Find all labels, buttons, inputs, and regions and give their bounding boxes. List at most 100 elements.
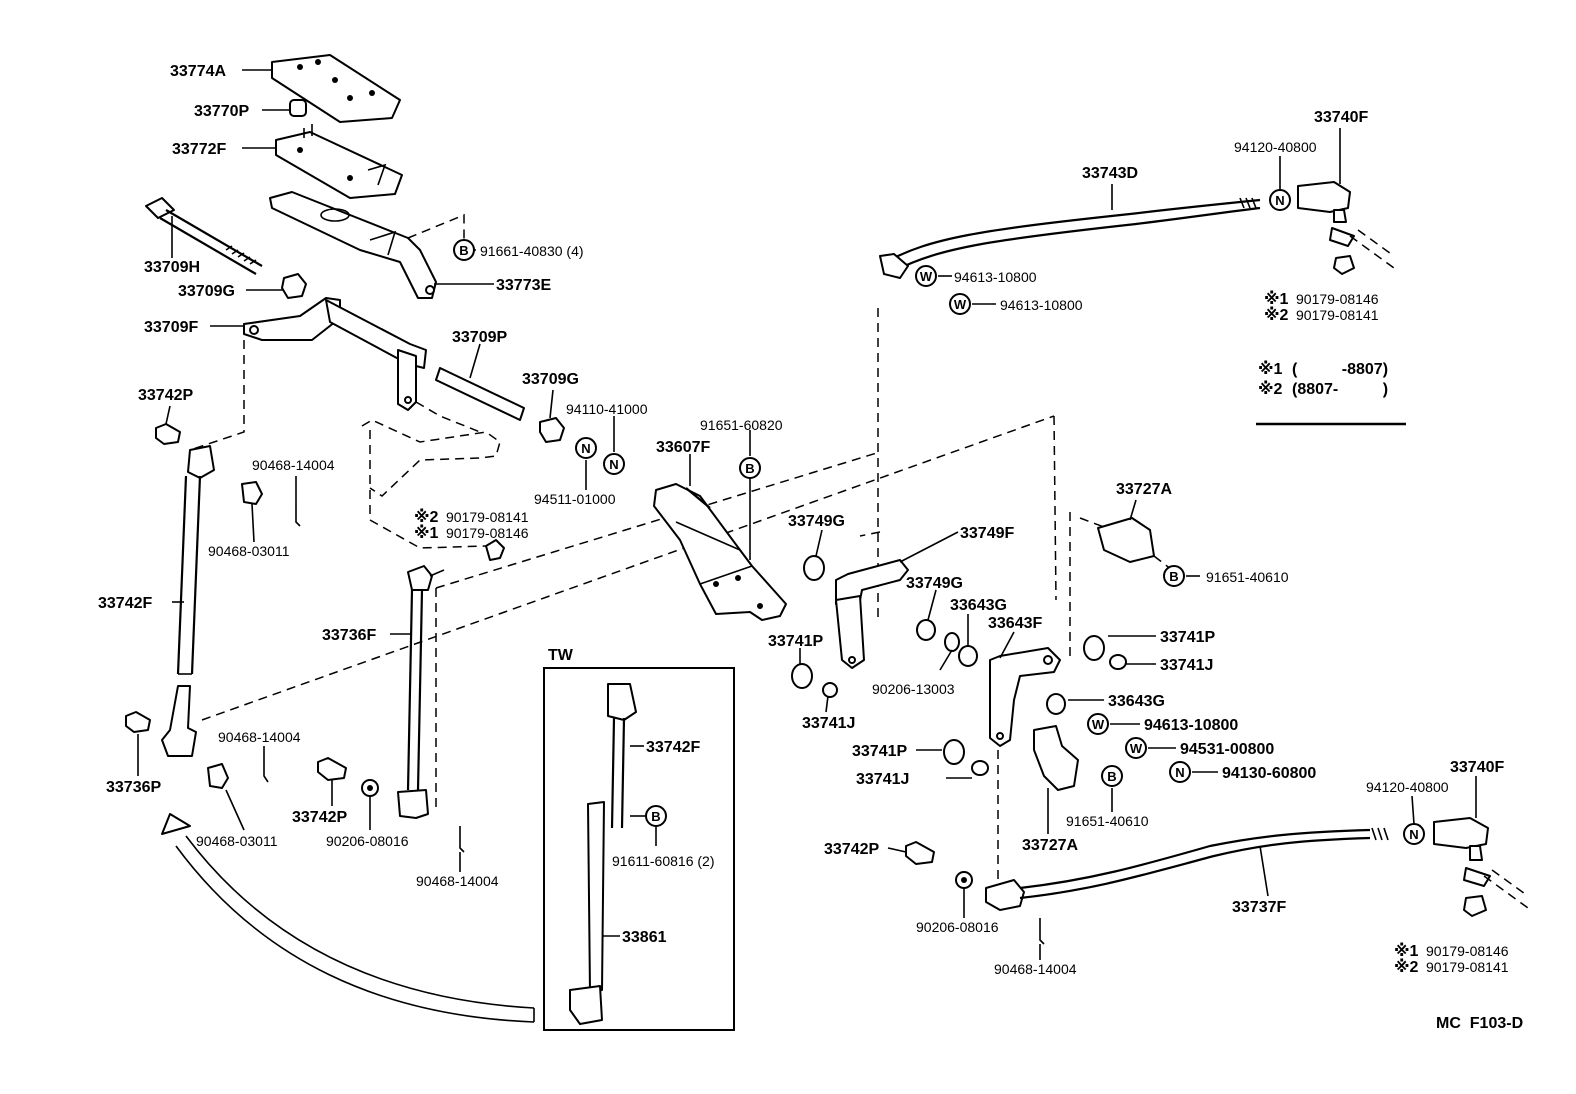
label-33643g-a: 33643G (950, 597, 1007, 614)
label-33742p-a: 33742P (138, 387, 193, 404)
label-94511-01000: 94511-01000 (534, 491, 616, 507)
label-33861: 33861 (622, 929, 667, 946)
ball-joint-33740f-a (1297, 181, 1395, 275)
label-90179-08141-a: 90179-08141 (446, 509, 529, 525)
circle-marks: B N N B B W W B W W N B (453, 239, 1191, 827)
svg-text:W: W (1092, 717, 1105, 732)
pin-90468-14004-c (459, 826, 465, 853)
ball-joint-33740f-b (1433, 817, 1529, 917)
label-33727a-b: 33727A (1022, 837, 1078, 854)
label-33743d: 33743D (1082, 165, 1138, 182)
bushing-33741p-b (1083, 635, 1105, 661)
svg-text:W: W (954, 297, 967, 312)
label-33709h: 33709H (144, 259, 200, 276)
clip-nut-small (485, 539, 505, 561)
label-33709g: 33709G (178, 283, 235, 300)
label-33741j-a: 33741J (802, 715, 855, 732)
mark-star1-b: ※1 (1264, 290, 1289, 308)
bolt-mark: B (739, 457, 761, 479)
label-94120-40800-b: 94120-40800 (1366, 779, 1449, 795)
bolt-mark: B (645, 805, 667, 827)
label-33770p: 33770P (194, 103, 249, 120)
bolt-33742p-b (317, 757, 347, 781)
mark-star1: ※1 (414, 524, 439, 542)
lever-33643f (989, 647, 1061, 747)
rod-33737f (985, 827, 1389, 911)
label-33643f: 33643F (988, 615, 1042, 632)
lever-33709f (243, 297, 427, 411)
nut-33709g-b (539, 417, 565, 443)
svg-text:N: N (1175, 765, 1184, 780)
legend-row1-mark: ※1 (1258, 360, 1283, 378)
label-33749f: 33749F (960, 525, 1014, 542)
label-90206-08016-a: 90206-08016 (326, 833, 409, 849)
plate-33772f (275, 124, 403, 199)
rod-33743d (879, 197, 1261, 279)
label-90179-08141-b: 90179-08141 (1296, 307, 1379, 323)
diagram-code: MC F103-D (1436, 1015, 1523, 1032)
legend-row2-mark: ※2 (1258, 380, 1283, 398)
label-33737f: 33737F (1232, 899, 1286, 916)
legend-row1-text: ( -8807) (1292, 361, 1388, 378)
mark-star2-c: ※2 (1394, 958, 1419, 976)
svg-text:B: B (1107, 769, 1116, 784)
label-33741j-c: 33741J (856, 771, 909, 788)
svg-text:B: B (651, 809, 660, 824)
return-arrow (161, 813, 535, 1023)
label-33607f: 33607F (656, 439, 710, 456)
pin-90468-14004-a (295, 504, 301, 527)
label-91611-60816: 91611-60816 (2) (612, 853, 714, 869)
label-90468-14004-b: 90468-14004 (218, 729, 301, 745)
leader-lines (137, 69, 1477, 960)
bracket-33773e (269, 191, 437, 299)
svg-text:W: W (920, 269, 933, 284)
label-33742p-c: 33742P (824, 841, 879, 858)
nut-33709g (281, 273, 307, 299)
bushing-33643g-a (958, 645, 978, 667)
label-90179-08146-a: 90179-08146 (446, 525, 529, 541)
clip-90468-03011-b (207, 763, 229, 789)
label-33709f: 33709F (144, 319, 198, 336)
label-94110-41000: 94110-41000 (566, 401, 648, 417)
label-90179-08146-b: 90179-08146 (1296, 291, 1379, 307)
bolt-33742p-a (155, 423, 181, 445)
label-33742f-a: 33742F (98, 595, 152, 612)
label-33736f: 33736F (322, 627, 376, 644)
label-91651-60820: 91651-60820 (700, 417, 783, 433)
label-94613-10800-b: 94613-10800 (1000, 297, 1083, 313)
bolt-33742p-c (905, 841, 935, 865)
bushing-33741j-a (822, 682, 838, 698)
label-33742f-b: 33742F (646, 739, 700, 756)
label-33736p: 33736P (106, 779, 161, 796)
pin-90468-14004-b (263, 752, 269, 783)
label-33749g-a: 33749G (788, 513, 845, 530)
label-90206-13003: 90206-13003 (872, 681, 955, 697)
bushing-33770p (289, 99, 307, 117)
label-33643g-b: 33643G (1108, 693, 1165, 710)
bushing-33749g-b (916, 619, 936, 641)
label-33774a: 33774A (170, 63, 226, 80)
svg-text:N: N (581, 441, 590, 456)
label-91661-40830: 91661-40830 (4) (480, 243, 584, 259)
nut-94120-a: N (1269, 189, 1291, 211)
label-90468-14004-a: 90468-14004 (252, 457, 335, 473)
mark-star2: ※2 (414, 508, 439, 526)
label-90206-08016-b: 90206-08016 (916, 919, 999, 935)
dashed-links (201, 308, 1173, 890)
washer-mark: W (1125, 737, 1147, 759)
bushing-33741j-c (971, 760, 989, 776)
label-94130-60800: 94130-60800 (1222, 765, 1316, 782)
bushing-33643g-b (1046, 693, 1066, 715)
label-33709g-b: 33709G (522, 371, 579, 388)
washer-mark: W (1087, 713, 1109, 735)
label-94120-40800-a: 94120-40800 (1234, 139, 1317, 155)
legend-row2-text: (8807- ) (1292, 381, 1388, 398)
label-33749g-b: 33749G (906, 575, 963, 592)
bolt-33736p (125, 711, 151, 733)
svg-text:N: N (1275, 193, 1284, 208)
arm-phantom (189, 213, 501, 549)
svg-text:B: B (459, 243, 468, 258)
bracket-33727a-b (1033, 725, 1079, 791)
svg-text:B: B (1169, 569, 1178, 584)
bushing-33741j-b (1109, 654, 1127, 670)
